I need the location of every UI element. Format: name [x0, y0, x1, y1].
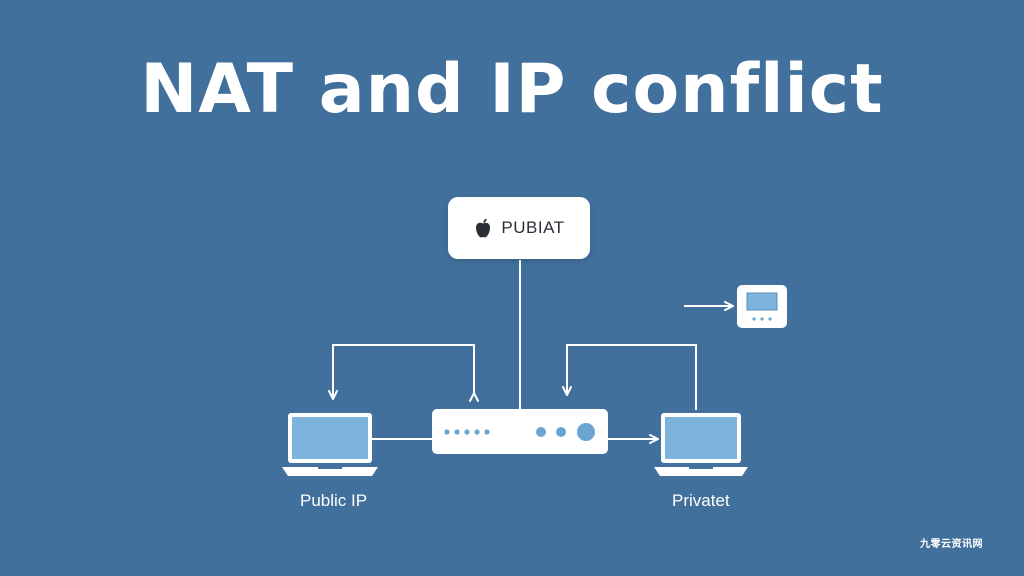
- right-laptop-icon: [654, 413, 748, 476]
- router-led: [464, 429, 470, 435]
- left-device-label: Public IP: [300, 491, 368, 510]
- apple-icon: [476, 218, 491, 238]
- router-port: [556, 427, 566, 437]
- router-icon: [432, 409, 608, 454]
- small-monitor-icon: [737, 285, 787, 328]
- page-title: NAT and IP conflict: [140, 50, 884, 129]
- right-loop-arrows: [562, 344, 697, 410]
- top-node: PUBIAT: [448, 197, 590, 259]
- router-led: [484, 429, 490, 435]
- router-led: [454, 429, 460, 435]
- router-port: [536, 427, 546, 437]
- right-device-label: Privatet: [672, 491, 730, 510]
- left-laptop-icon: [282, 413, 378, 476]
- watermark: 九零云资讯网: [920, 539, 983, 550]
- left-loop-arrows: [328, 344, 479, 402]
- router-power: [577, 423, 595, 441]
- top-node-label: PUBIAT: [501, 218, 565, 237]
- router-led: [444, 429, 450, 435]
- router-led: [474, 429, 480, 435]
